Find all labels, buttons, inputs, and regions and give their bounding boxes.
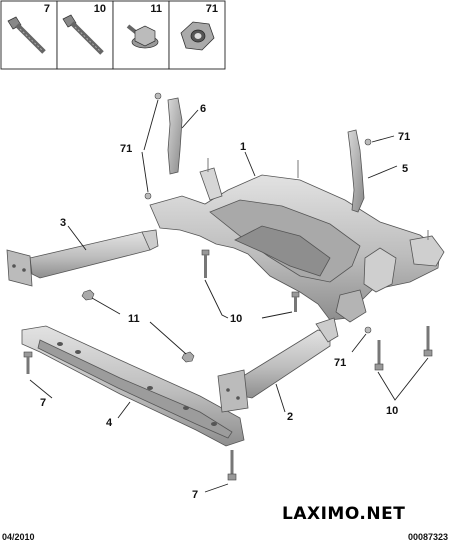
locknut-icon: [180, 21, 215, 51]
lower-crossmember[interactable]: [217, 317, 339, 413]
callout-10-right[interactable]: 10: [386, 405, 398, 417]
nut-11-right[interactable]: [181, 351, 195, 363]
callout-1[interactable]: 1: [240, 141, 246, 153]
diagram-number: 00087323: [408, 532, 448, 542]
header-ref-7: 7: [44, 3, 50, 15]
callout-2[interactable]: 2: [287, 411, 293, 423]
callout-5[interactable]: 5: [402, 163, 408, 175]
callout-71-bottom[interactable]: 71: [334, 357, 346, 369]
nut-11-left[interactable]: [81, 289, 95, 301]
callout-10-center[interactable]: 10: [230, 313, 242, 325]
locknut-71-left-low[interactable]: [144, 192, 152, 200]
leader-lines: [29, 99, 429, 493]
callout-7-bottom[interactable]: 7: [192, 489, 198, 501]
hardware-header: 7 10 11: [0, 0, 226, 70]
upper-crossmember[interactable]: [6, 229, 159, 287]
fasteners: [23, 92, 433, 481]
bolt-10-center-left[interactable]: [201, 249, 210, 278]
bolt-icon: [7, 16, 46, 54]
locknut-71-left-top[interactable]: [154, 92, 162, 100]
callout-4[interactable]: 4: [106, 417, 113, 429]
callout-3[interactable]: 3: [60, 217, 66, 229]
locknut-71-right[interactable]: [364, 138, 372, 146]
bolt-7-left[interactable]: [23, 351, 33, 374]
long-bolt-icon: [62, 14, 104, 55]
callout-7-left[interactable]: 7: [40, 397, 46, 409]
locknut-71-bottom[interactable]: [364, 326, 372, 334]
header-ref-71: 71: [206, 3, 218, 15]
callout-71-left[interactable]: 71: [120, 143, 132, 155]
flange-nut-icon: [126, 24, 159, 49]
bolt-7-bottom[interactable]: [227, 450, 237, 481]
header-ref-11: 11: [150, 3, 162, 15]
bolt-10-right-a[interactable]: [374, 340, 384, 371]
header-box-7[interactable]: 7: [0, 0, 58, 70]
subframe[interactable]: [149, 158, 445, 323]
callout-71-right[interactable]: 71: [398, 131, 410, 143]
right-bracket[interactable]: [347, 129, 365, 213]
diagram-date: 04/2010: [2, 532, 35, 542]
bolt-10-right-b[interactable]: [423, 326, 433, 357]
header-box-11[interactable]: 11: [112, 0, 170, 70]
lower-tie-bar[interactable]: [21, 325, 245, 447]
callout-11[interactable]: 11: [128, 313, 140, 325]
callouts: 1 2 3 4 5 6 7 7 10 10 11 71 71 71: [40, 103, 410, 501]
header-ref-10: 10: [94, 3, 106, 15]
brand-watermark: LAXIMO.NET: [282, 504, 405, 524]
bolt-10-center-right[interactable]: [291, 291, 300, 312]
left-bracket[interactable]: [167, 97, 183, 175]
header-box-10[interactable]: 10: [56, 0, 114, 70]
callout-6[interactable]: 6: [200, 103, 206, 115]
header-box-71[interactable]: 71: [168, 0, 226, 70]
footer: LAXIMO.NET 04/2010 00087323: [2, 504, 448, 542]
